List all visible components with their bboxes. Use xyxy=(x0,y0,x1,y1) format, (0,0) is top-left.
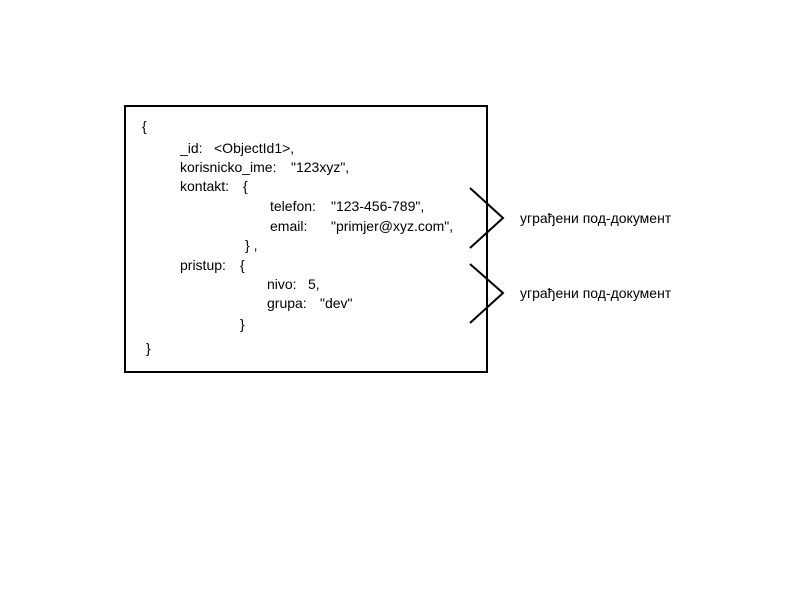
contact-key: kontakt: xyxy=(180,178,230,194)
document-open-brace: { xyxy=(142,118,147,134)
group-key: grupa: xyxy=(267,295,307,311)
username-value: "123xyz", xyxy=(291,159,350,175)
contact-close-brace: } , xyxy=(245,237,258,253)
contact-open-brace: { xyxy=(243,178,248,194)
contact-subdocument-label: уграђени под-документ xyxy=(520,210,672,226)
username-key: korisnicko_ime: xyxy=(180,159,277,175)
email-value: "primjer@xyz.com", xyxy=(331,218,454,234)
id-value: <ObjectId1>, xyxy=(214,140,295,156)
contact-bracket xyxy=(469,187,505,249)
access-key: pristup: xyxy=(180,257,226,273)
phone-value: "123-456-789", xyxy=(331,198,425,214)
access-bracket xyxy=(469,263,505,324)
access-subdocument-label: уграђени под-документ xyxy=(520,285,672,301)
access-close-brace: } xyxy=(240,316,245,332)
level-value: 5, xyxy=(308,276,320,292)
document-close-brace: } xyxy=(146,340,151,356)
email-key: email: xyxy=(270,218,308,234)
phone-key: telefon: xyxy=(270,198,316,214)
level-key: nivo: xyxy=(267,276,297,292)
id-key: _id: xyxy=(180,140,203,156)
group-value: "dev" xyxy=(320,295,353,311)
access-open-brace: { xyxy=(240,257,245,273)
document-box xyxy=(124,105,488,373)
